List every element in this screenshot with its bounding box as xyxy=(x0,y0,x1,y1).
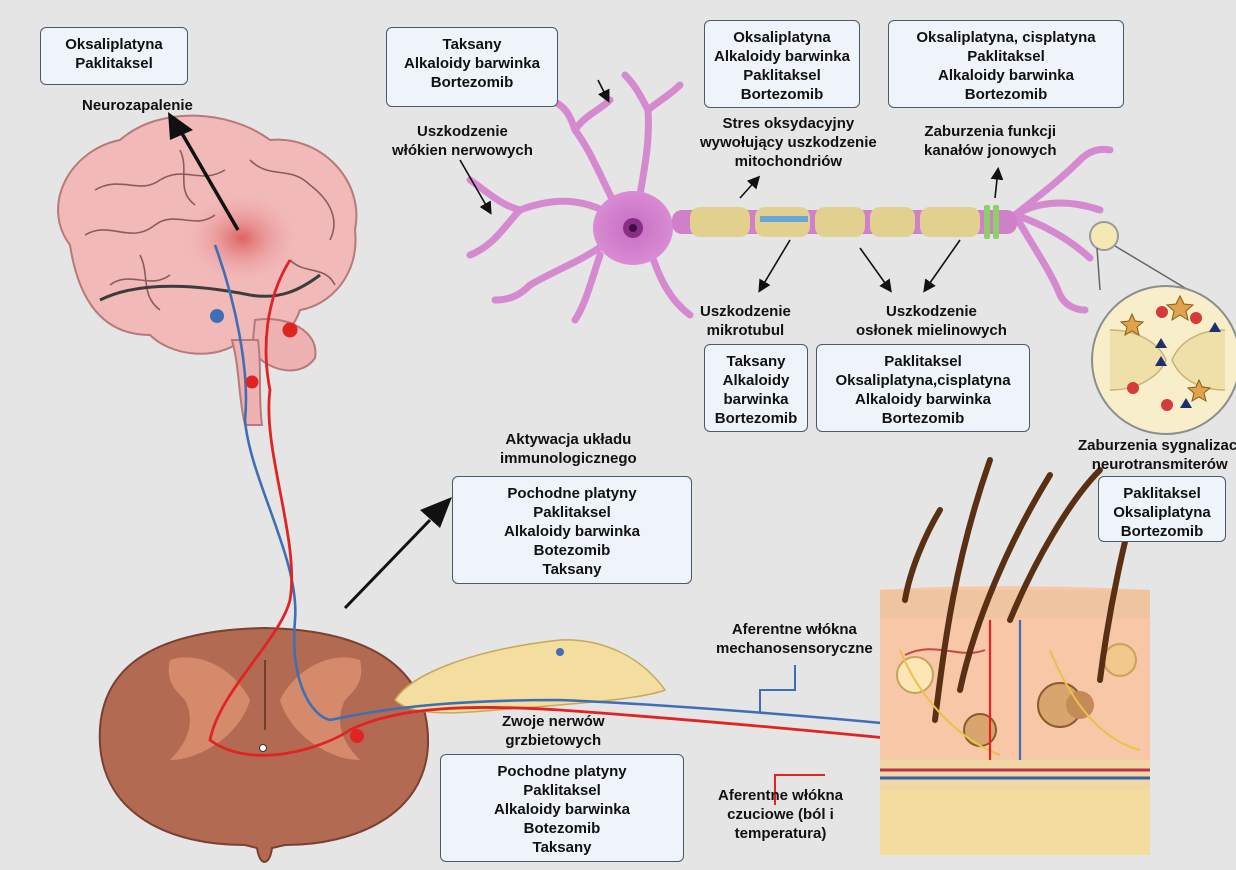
synapse-zoom xyxy=(1092,246,1236,434)
brain-illustration xyxy=(58,116,356,425)
spinal-cord-illustration xyxy=(100,628,428,862)
label-neuroinflammation: Neurozapalenie xyxy=(82,96,193,115)
dorsal-root-ganglion xyxy=(395,640,665,713)
neuron-illustration xyxy=(470,75,1118,320)
